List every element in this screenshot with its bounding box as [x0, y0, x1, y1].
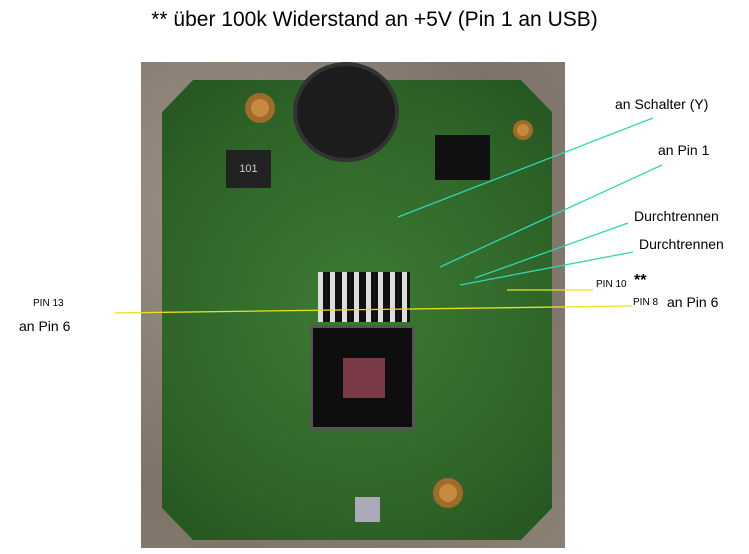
label-schalter: an Schalter (Y): [615, 96, 709, 112]
line-durchtrennen-1: [474, 222, 629, 279]
label-pin13-target: an Pin 6: [19, 318, 71, 334]
label-pin8-target: an Pin 6: [667, 294, 719, 310]
line-pin8-pin13: [114, 305, 633, 314]
image-sensor: [310, 325, 415, 430]
regulator-chip: [435, 135, 490, 180]
line-schalter: [397, 117, 654, 218]
label-pin13: PIN 13: [33, 298, 64, 309]
label-pin10: PIN 10: [596, 279, 627, 290]
led: [355, 497, 380, 522]
mounting-hole: [513, 120, 533, 140]
ic-pins: [318, 272, 410, 322]
label-pin10-mark: **: [634, 272, 647, 289]
mounting-hole: [433, 478, 463, 508]
mounting-hole: [245, 93, 275, 123]
mini-din-connector: [293, 62, 399, 162]
label-durchtrennen-1: Durchtrennen: [634, 208, 719, 224]
label-pin8: PIN 8: [633, 297, 659, 308]
line-pin1: [439, 164, 663, 268]
line-durchtrennen-2: [459, 251, 634, 286]
inductor: 101: [226, 150, 271, 188]
label-durchtrennen-2: Durchtrennen: [639, 236, 724, 252]
label-pin1: an Pin 1: [658, 142, 710, 158]
page-title: ** über 100k Widerstand an +5V (Pin 1 an…: [151, 8, 598, 31]
